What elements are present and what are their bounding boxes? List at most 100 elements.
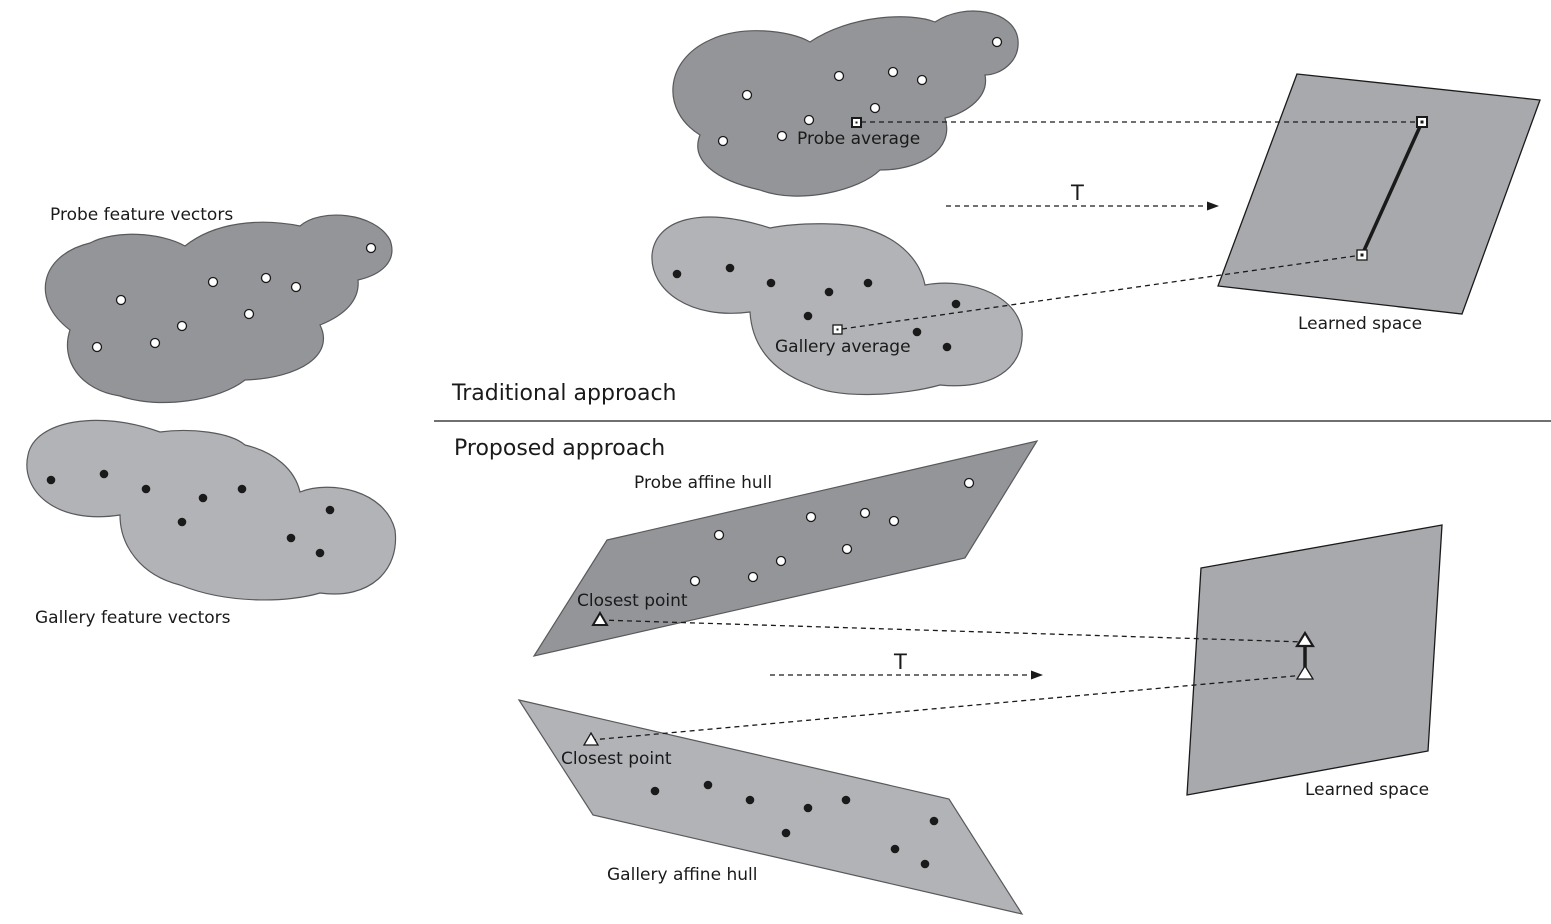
probe-affine-hull-plane [532, 440, 1039, 657]
gallery-points-top [672, 263, 961, 352]
closest-point-probe-marker [591, 611, 609, 626]
probe-cloud-top [672, 10, 1019, 197]
closest-point-gallery-label: Closest point [561, 749, 672, 769]
probe-point [689, 575, 701, 587]
gallery-point [650, 786, 660, 796]
gallery-points-left [46, 469, 335, 558]
probe-average-marker-dot [855, 121, 858, 124]
gallery-point [286, 533, 296, 543]
gallery-point [951, 299, 961, 309]
average-distance-line [1360, 121, 1424, 256]
transform-arrow-bottom [770, 670, 1043, 680]
learned-space-top-label: Learned space [1298, 314, 1422, 334]
probe-point [963, 477, 975, 489]
gallery-points-hull [650, 780, 939, 869]
probe-points-top [717, 36, 1003, 147]
probe-point [243, 308, 255, 320]
probe-feature-vectors-label: Probe feature vectors [50, 205, 233, 225]
probe-average-projected-dot [1420, 120, 1424, 124]
probe-points-left [91, 242, 377, 353]
probe-point [176, 320, 188, 332]
closest-point-probe-label: Closest point [577, 591, 688, 611]
gallery-point [920, 859, 930, 869]
closest-point-probe-projected-marker [1295, 630, 1315, 648]
probe-point [713, 529, 725, 541]
gallery-average-marker-dot [836, 328, 839, 331]
transform-arrow-bottom-head [1031, 670, 1043, 680]
gallery-point [46, 475, 56, 485]
gallery-point [890, 844, 900, 854]
probe-point [991, 36, 1003, 48]
gallery-point [237, 484, 247, 494]
probe-points-hull [689, 477, 975, 587]
probe-closest-projection-line [599, 619, 1306, 643]
gallery-point [781, 828, 791, 838]
gallery-cloud-left [26, 419, 397, 601]
learned-space-top-plane [1217, 73, 1541, 315]
probe-point [859, 507, 871, 519]
transform-label-bottom: T [893, 650, 907, 674]
closest-point-gallery-projected-marker [1295, 664, 1315, 680]
probe-point [776, 130, 788, 142]
closest-point-gallery-marker [582, 731, 600, 746]
gallery-point [141, 484, 151, 494]
gallery-point [672, 269, 682, 279]
gallery-point [99, 469, 109, 479]
probe-point [887, 66, 899, 78]
probe-cloud-left-shape [44, 214, 393, 404]
learned-space-bottom-label: Learned space [1305, 780, 1429, 800]
gallery-point [912, 327, 922, 337]
probe-affine-hull-label: Probe affine hull [634, 473, 772, 493]
probe-point [115, 294, 127, 306]
proposed-approach-heading: Proposed approach [454, 436, 665, 461]
gallery-point [315, 548, 325, 558]
gallery-average-label: Gallery average [775, 337, 911, 357]
gallery-feature-vectors-label: Gallery feature vectors [35, 608, 231, 628]
probe-point [207, 276, 219, 288]
probe-point [717, 135, 729, 147]
gallery-point [824, 287, 834, 297]
gallery-point [803, 803, 813, 813]
probe-point [741, 89, 753, 101]
gallery-cloud-left-shape [26, 419, 397, 601]
transform-arrow-top-head [1207, 201, 1219, 211]
gallery-point [703, 780, 713, 790]
gallery-cloud-top-shape [651, 216, 1023, 396]
transform-arrow-top [946, 201, 1219, 211]
probe-point [775, 555, 787, 567]
gallery-point [325, 505, 335, 515]
gallery-point [198, 493, 208, 503]
probe-point [805, 511, 817, 523]
traditional-approach-heading: Traditional approach [451, 381, 677, 406]
gallery-point [725, 263, 735, 273]
gallery-point [177, 517, 187, 527]
gallery-affine-hull-plane [517, 699, 1024, 915]
gallery-average-projection-line [841, 254, 1363, 330]
gallery-point [942, 342, 952, 352]
probe-point [149, 337, 161, 349]
gallery-affine-hull-label: Gallery affine hull [607, 865, 757, 885]
probe-point [803, 114, 815, 126]
gallery-point [841, 795, 851, 805]
learned-space-bottom-plane [1186, 524, 1443, 796]
gallery-point [803, 311, 813, 321]
probe-point [833, 70, 845, 82]
probe-cloud-left [44, 214, 393, 404]
probe-point [888, 515, 900, 527]
gallery-point [863, 278, 873, 288]
probe-average-label: Probe average [797, 129, 920, 149]
probe-point [365, 242, 377, 254]
probe-point [916, 74, 928, 86]
gallery-average-projected-dot [1360, 253, 1364, 257]
gallery-cloud-top [651, 216, 1023, 396]
probe-point [91, 341, 103, 353]
gallery-point [929, 816, 939, 826]
probe-point [290, 281, 302, 293]
gallery-closest-projection-line [590, 674, 1306, 741]
transform-label-top: T [1070, 181, 1084, 205]
gallery-point [745, 795, 755, 805]
probe-point [747, 571, 759, 583]
probe-point [841, 543, 853, 555]
probe-point [260, 272, 272, 284]
